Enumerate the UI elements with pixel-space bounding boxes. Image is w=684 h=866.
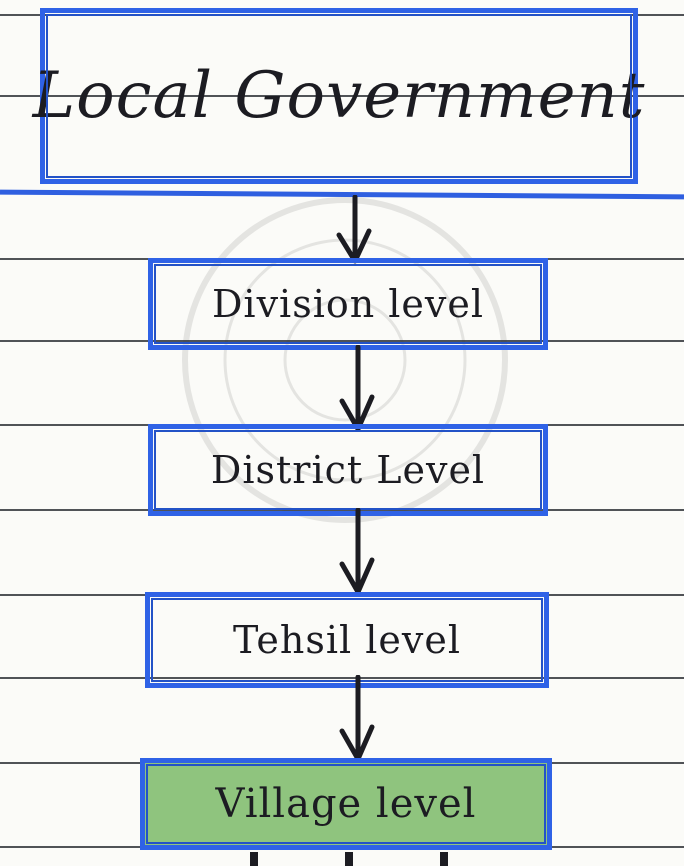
local-government-box: Local Government — [33, 8, 644, 184]
arrow-down-icon — [336, 195, 372, 264]
district-level-label: District Level — [210, 448, 486, 492]
division-level-label: Division level — [211, 282, 485, 326]
local-government-label: Local Government — [32, 59, 646, 133]
tehsil-level-box: Tehsil level — [145, 592, 549, 688]
village-level-box: Village level — [140, 758, 552, 850]
arrow-down-icon — [339, 675, 375, 762]
village-level-label: Village level — [215, 781, 477, 827]
arrow-down-icon — [339, 345, 375, 432]
division-level-box: Division level — [148, 258, 548, 350]
tehsil-level-label: Tehsil level — [233, 618, 461, 662]
arrow-down-icon — [339, 508, 375, 595]
district-level-box: District Level — [148, 424, 548, 516]
